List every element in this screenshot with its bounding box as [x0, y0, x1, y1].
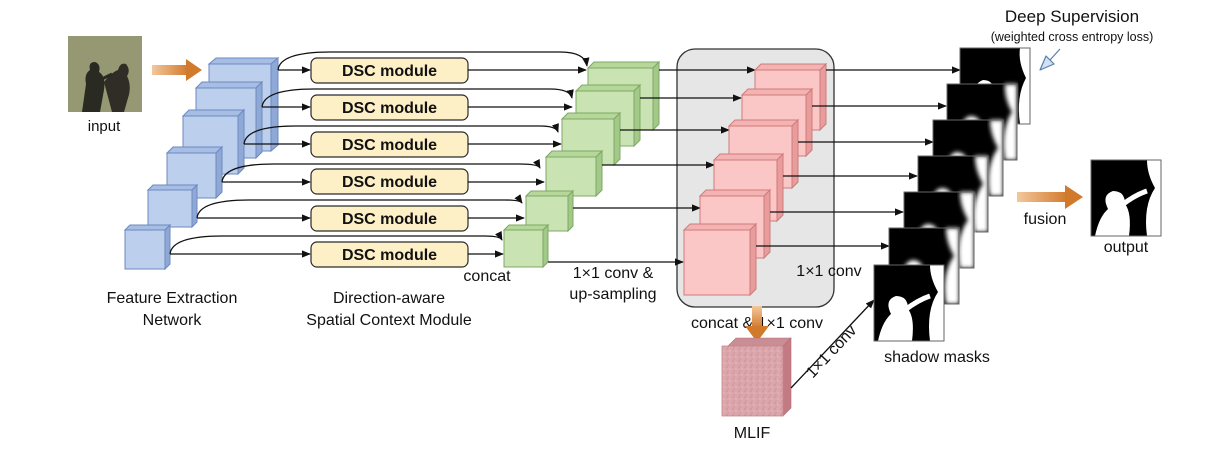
green-cube-6 — [502, 223, 550, 269]
dsac-label-2: Spatial Context Module — [306, 312, 472, 329]
dsc-module-2: DSC module — [310, 94, 469, 121]
shadow-masks — [873, 47, 1031, 342]
mlif-feature-map — [721, 337, 792, 417]
dsc-module-label: DSC module — [342, 174, 437, 191]
dsc-module-6: DSC module — [310, 241, 469, 268]
red-cube-6 — [682, 222, 758, 297]
mlif-to-mask-arrow — [790, 299, 875, 389]
concat-label: concat — [463, 268, 511, 285]
output-mask — [1090, 159, 1162, 237]
dsc-module-label: DSC module — [342, 247, 437, 264]
red-to-mask-arrows — [756, 66, 961, 250]
green-cube-4 — [544, 149, 604, 198]
mlif-down-arrow-icon — [745, 306, 769, 342]
deep-supervision-arrow-icon — [1039, 48, 1061, 71]
dsac-label-1: Direction-aware — [333, 290, 445, 307]
dsc-to-concat-arrows — [468, 66, 587, 258]
conv-upsampling-label-1: 1×1 conv & — [573, 265, 654, 282]
dsc-module-label: DSC module — [342, 211, 437, 228]
feature-extraction-label-1: Feature Extraction — [107, 290, 238, 307]
blue-cube-6 — [123, 223, 172, 271]
concat-feature-cubes — [502, 60, 661, 269]
dsc-module-label: DSC module — [342, 63, 437, 80]
blue-cube-5 — [146, 183, 199, 229]
dsc-module-4: DSC module — [310, 168, 469, 195]
conv-right-label: 1×1 conv — [796, 263, 861, 280]
input-label: input — [88, 118, 121, 135]
feature-extraction-label-2: Network — [143, 312, 203, 329]
mlif-label: MLIF — [734, 425, 771, 442]
dsc-module-5: DSC module — [310, 205, 469, 232]
input-arrow-icon — [152, 59, 202, 81]
dsc-module-label: DSC module — [342, 137, 437, 154]
shadow-mask-7 — [873, 264, 945, 342]
dsc-module-label: DSC module — [342, 100, 437, 117]
fusion-label: fusion — [1024, 211, 1067, 228]
deep-supervision-sublabel: (weighted cross entropy loss) — [991, 30, 1154, 44]
concat-conv-cubes — [682, 62, 828, 297]
conv-upsampling-label-2: up-sampling — [569, 286, 656, 303]
network-to-dsc-arrows — [170, 66, 311, 258]
dsc-module-1: DSC module — [310, 57, 469, 84]
shadow-masks-label: shadow masks — [884, 349, 990, 366]
fusion-arrow-icon — [1017, 185, 1083, 209]
dsc-modules: DSC module DSC module DSC module DSC mod… — [310, 57, 469, 268]
dsc-module-3: DSC module — [310, 131, 469, 158]
upsample-arrows — [548, 66, 756, 266]
deep-supervision-label: Deep Supervision — [1005, 7, 1139, 26]
feature-extraction-network — [123, 56, 280, 271]
output-label: output — [1104, 239, 1149, 256]
input-image — [68, 36, 142, 112]
skip-connection-arrows — [169, 51, 590, 255]
